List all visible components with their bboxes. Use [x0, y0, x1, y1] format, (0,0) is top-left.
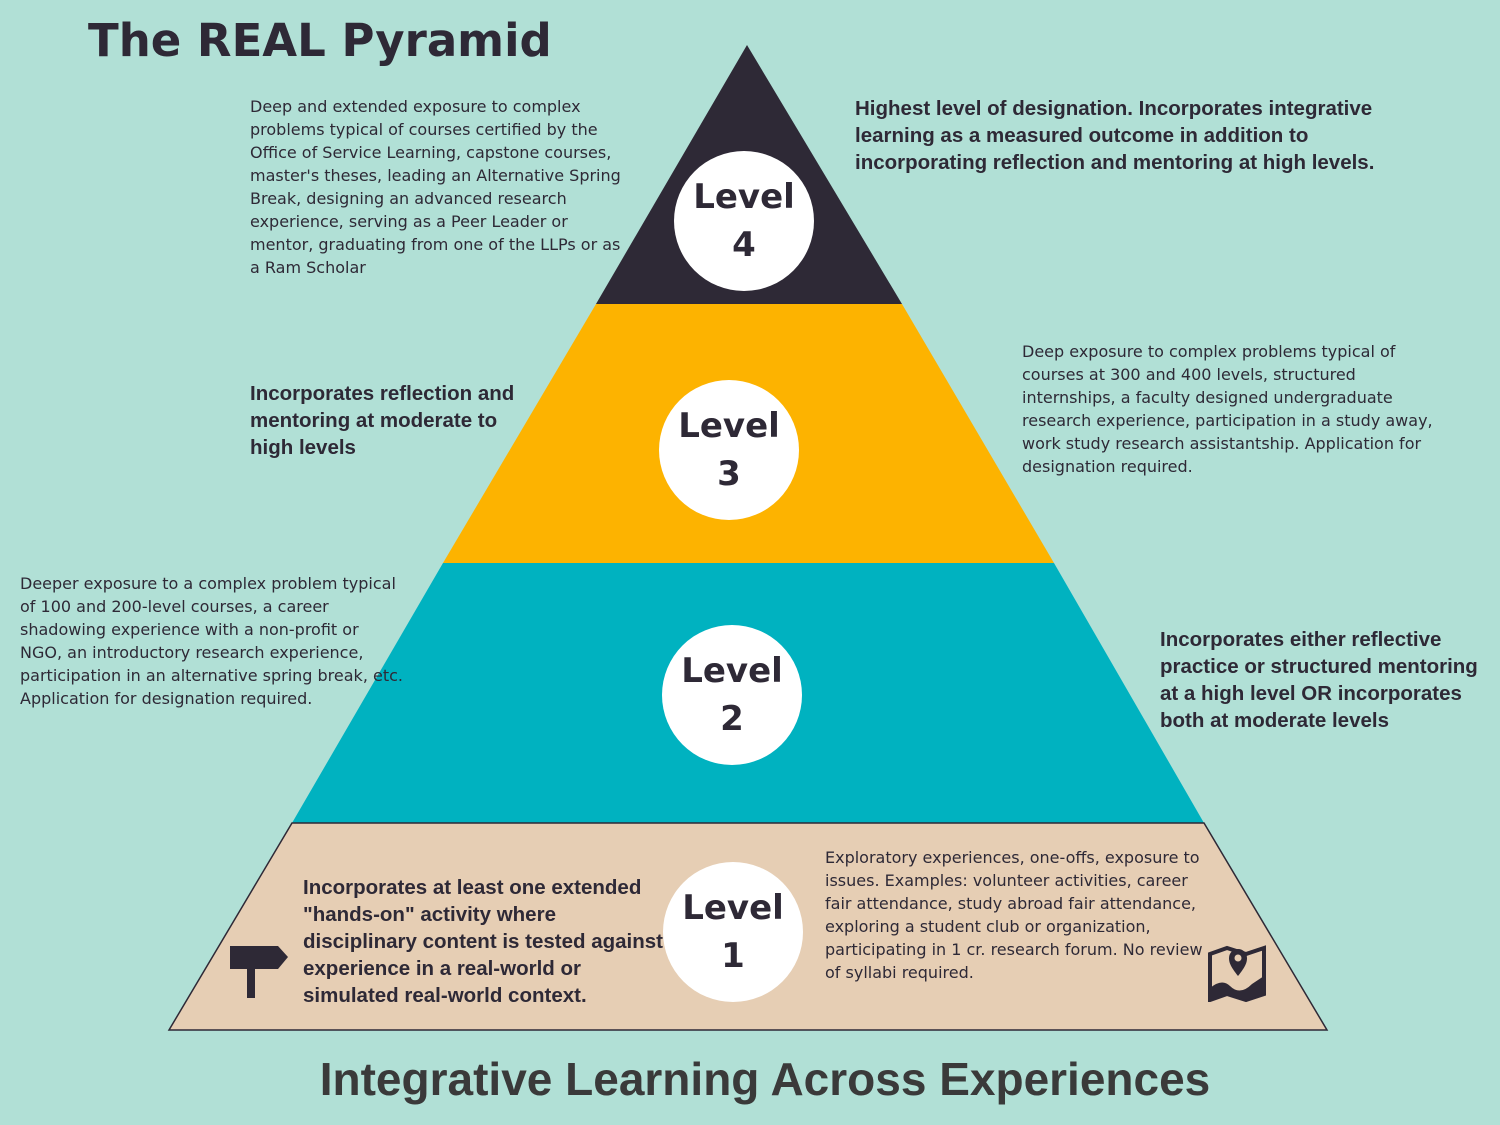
- level-1-badge: Level 1: [663, 862, 803, 1002]
- level-4-left-text: Deep and extended exposure to complex pr…: [250, 97, 621, 277]
- level-4-right-text: Highest level of designation. Incorporat…: [855, 97, 1375, 174]
- level-2-left-text: Deeper exposure to a complex problem typ…: [20, 574, 403, 708]
- level-4-badge: Level 4: [674, 151, 814, 291]
- level-2-badge: Level 2: [662, 625, 802, 765]
- level-3-left-text: Incorporates reflection and mentoring at…: [250, 382, 515, 459]
- level-1-left-text: Incorporates at least one extended "hand…: [303, 876, 663, 1007]
- level-4-word: Level: [693, 177, 795, 217]
- level-1-number: 1: [721, 936, 745, 976]
- level-3-right-text: Deep exposure to complex problems typica…: [1022, 342, 1433, 476]
- level-2-word: Level: [681, 651, 783, 691]
- level-1-right-text: Exploratory experiences, one-offs, expos…: [825, 848, 1203, 982]
- page-title: The REAL Pyramid: [88, 14, 552, 67]
- signpost-icon: [230, 946, 288, 998]
- level-3-word: Level: [678, 406, 780, 446]
- level-2-number: 2: [720, 699, 744, 739]
- level-1-word: Level: [682, 888, 784, 928]
- level-4-number: 4: [732, 225, 756, 265]
- level-2-right-text: Incorporates either reflective practice …: [1160, 628, 1478, 732]
- level-3-number: 3: [717, 454, 741, 494]
- level-3-badge: Level 3: [659, 380, 799, 520]
- map-pin-icon: [1208, 945, 1266, 1002]
- footer-title: Integrative Learning Across Experiences: [319, 1053, 1211, 1105]
